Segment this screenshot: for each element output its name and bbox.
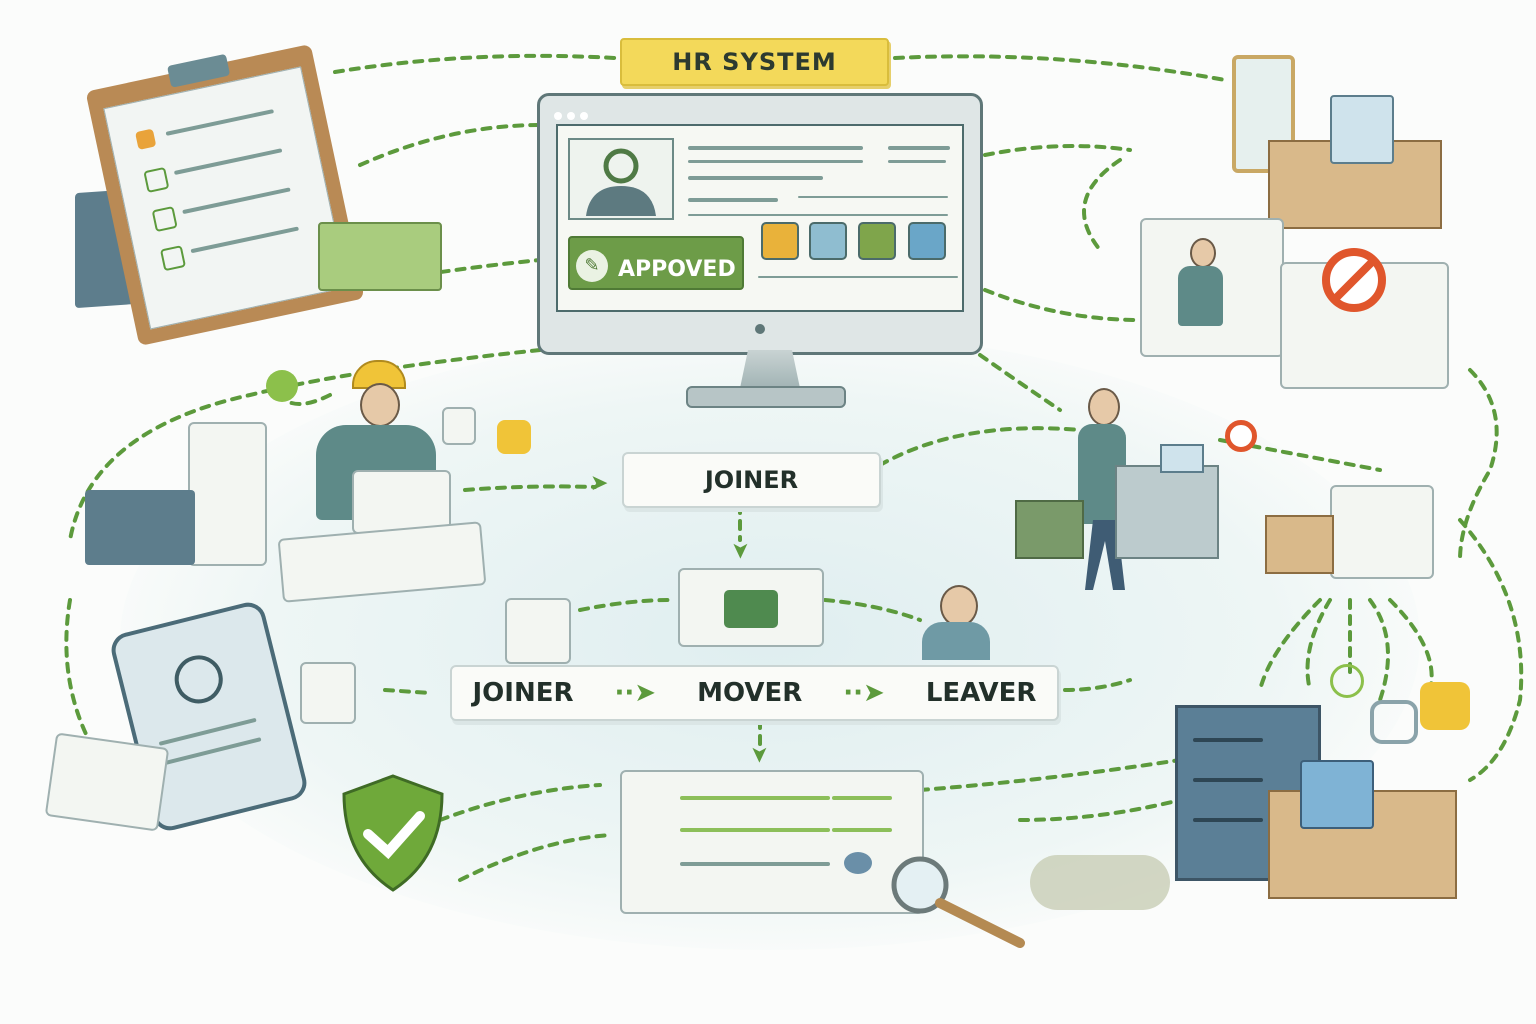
approved-status-badge: ✎ APPOVED [568,236,744,290]
toggle-icon [844,852,872,874]
paper-stack [44,732,170,832]
printer-document [1330,485,1434,579]
hr-system-monitor: ✎ APPOVED [537,93,983,355]
key-icon [497,420,531,454]
employee-body [1178,266,1223,326]
mover-head [1088,388,1120,426]
shield-check-icon [342,774,444,892]
stage-leaver: LEAVER [925,678,1037,708]
employee-avatar-head [940,585,978,627]
tablet-icon [1330,95,1394,164]
briefcase-card [678,568,824,647]
keys-icon [1030,855,1170,910]
laptop-icon [1160,444,1204,473]
arrow-right-icon: ··➤ [843,678,885,708]
small-device-icon [300,662,356,724]
hr-system-label: HR SYSTEM [620,38,889,86]
leaf-icon: ✎ [576,250,608,282]
arrow-down-icon: ➤ [746,745,772,764]
monitor-stand [739,350,801,392]
no-entry-icon [1322,248,1386,312]
tablet-icon [1300,760,1374,829]
arrow-right-icon: ➤ [590,471,609,496]
employee-head [1190,238,1216,268]
monitor-base [686,386,846,408]
no-entry-small-icon [1225,420,1257,452]
user-icon [586,148,656,216]
lifecycle-flow-bar: JOINER ··➤ MOVER ··➤ LEAVER [450,665,1059,721]
desk-icon [1115,465,1219,559]
crate-icon [1015,500,1084,559]
joiner-label: JOINER [704,466,799,494]
badge-icon [442,407,476,445]
window-controls [554,105,593,124]
house-icon [1420,682,1470,730]
file-stack [85,490,195,565]
app-icon-blue [809,222,847,260]
app-icon-lightblue [908,222,946,260]
monitor-screen: ✎ APPOVED [556,124,964,312]
stage-mover: MOVER [697,678,803,708]
employee-avatar-body [922,622,990,660]
access-list-panel [620,770,924,914]
id-badge-icon [505,598,571,664]
joiner-stage-box: JOINER [622,452,881,508]
employee-profile-photo [568,138,674,220]
pin-icon [1330,664,1364,698]
arrow-right-icon: ··➤ [614,678,657,708]
lock-icon [1370,700,1418,744]
briefcase-icon [724,590,778,628]
app-icon-green [858,222,896,260]
app-icon-orange [761,222,799,260]
stage-joiner: JOINER [472,678,574,708]
lock-icon [266,370,298,402]
arrow-down-icon: ➤ [727,541,753,560]
approved-status-text: APPOVED [618,257,736,282]
magnifier-icon [891,856,1025,948]
held-id-card [352,470,451,534]
small-box-icon [1265,515,1334,574]
power-led [755,324,765,334]
worker-head [360,383,400,427]
id-card [188,422,267,566]
folder-icon [318,222,442,291]
